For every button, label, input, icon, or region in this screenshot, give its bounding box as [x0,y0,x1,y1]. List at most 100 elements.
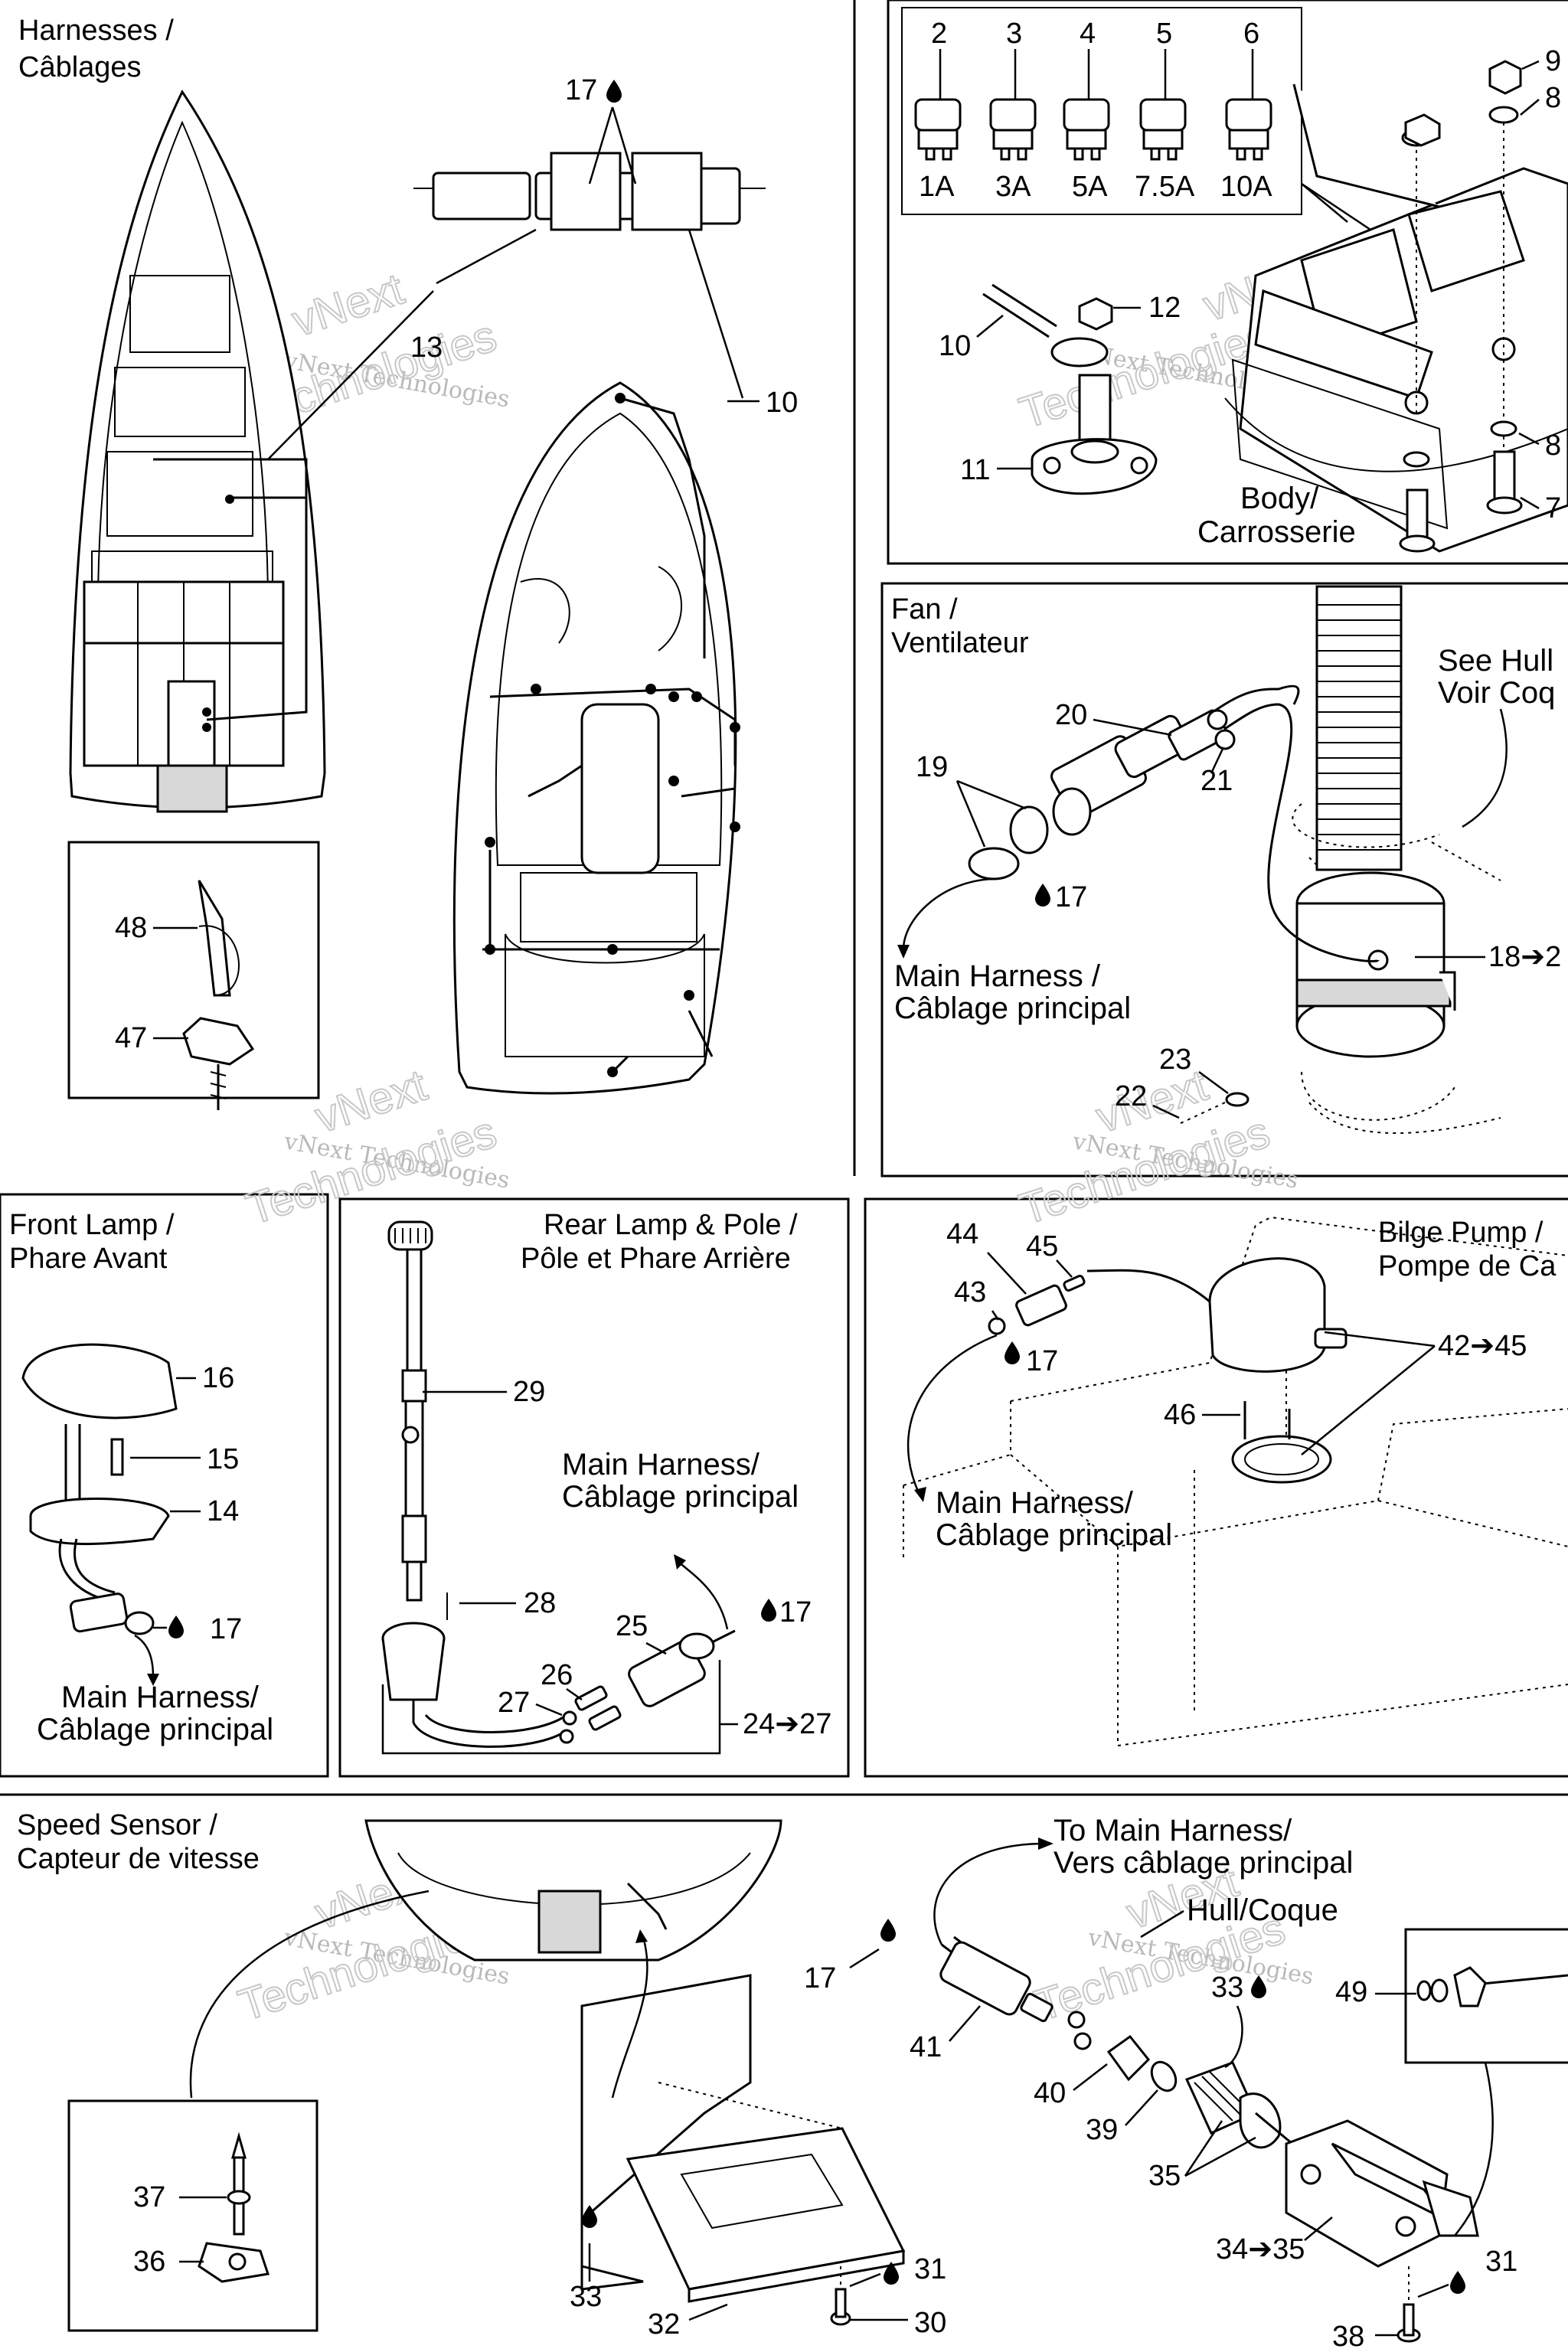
callout-18: 18➔2 [1488,941,1561,973]
bilge-connector: 44 45 43 17 [906,1218,1086,1502]
drop-icon [606,80,622,103]
fuse-number: 6 [1243,18,1259,50]
fuse-icon [1063,98,1110,161]
panel-title: Rear Lamp & Pole / [544,1209,798,1241]
main-harness-label-fr: Câblage principal [936,1518,1172,1552]
callout-21: 21 [1200,765,1233,797]
watermarks: vNext vNext Technologies Technologies vN… [232,248,1321,2032]
drop-icon [1035,884,1050,906]
to-main-harness-label-fr: Vers câblage principal [1054,1846,1353,1880]
front-lamp-panel: Front Lamp / Phare Avant 16 15 14 17 Mai… [9,1209,273,1746]
fan-motor: 18➔2 [1295,871,1561,1134]
fuse-rating: 10A [1220,171,1272,203]
fuse-list: 2 3 4 5 6 [914,18,1272,203]
panel-title: Fan / [891,593,958,626]
panel-title: Front Lamp / [9,1209,175,1241]
callout-8b: 8 [1545,430,1561,462]
drop-icon [884,2262,899,2285]
fuse-icon [1225,98,1272,161]
panel-subtitle: Capteur de vitesse [17,1843,260,1875]
panel-subtitle: Pompe de Ca [1378,1250,1557,1282]
ground-stud: 10 12 11 [939,283,1181,495]
fuse-box [1224,83,1568,553]
fan-duct [1292,585,1501,881]
callout-38: 38 [1332,2321,1364,2352]
fan-hardware: 23 22 [1115,1044,1250,1125]
fuse-rating: 3A [995,171,1031,203]
callout-20: 20 [1055,699,1087,731]
callout-28: 28 [524,1587,556,1619]
fuse-number: 2 [931,18,947,50]
callout-14: 14 [207,1495,239,1527]
callout-31: 31 [914,2253,946,2285]
callout-42: 42➔45 [1438,1330,1527,1362]
callout-17: 17 [210,1613,242,1645]
callout-39: 39 [1086,2114,1118,2146]
body-label-fr: Carrosserie [1197,515,1356,549]
callout-17: 17 [565,74,597,106]
inset-ties: 48 47 [115,880,255,1110]
callout-33: 33 [570,2281,602,2313]
fuse-icon [1139,98,1187,161]
panel-title: Speed Sensor / [17,1809,217,1841]
callout-46: 46 [1164,1399,1196,1431]
callout-34: 34➔35 [1216,2233,1305,2265]
callout-12: 12 [1148,292,1181,324]
callout-43: 43 [954,1276,986,1308]
fuse-number: 4 [1080,18,1096,50]
callout-25: 25 [616,1610,648,1642]
callout-17: 17 [1055,881,1087,913]
panel-subtitle: Phare Avant [9,1243,168,1275]
callout-13: 13 [410,332,443,364]
callout-9: 9 [1545,45,1561,77]
callout-19: 19 [916,751,948,783]
fuse-rating: 5A [1072,171,1108,203]
callout-49: 49 [1335,1976,1367,2008]
drop-icon [582,2205,597,2228]
callout-32: 32 [648,2308,680,2341]
fan-panel: Fan / Ventilateur See Hull Voir Coq 18➔2 [891,585,1561,1134]
drop-icon [880,1919,896,1942]
drop-icon [168,1615,184,1638]
callout-17: 17 [1026,1345,1058,1377]
main-harness-label: Main Harness/ [936,1486,1134,1520]
panel-subtitle: Pôle et Phare Arrière [521,1243,791,1275]
hardware-stack: 9 8 8 7 [1399,45,1561,553]
callout-36: 36 [133,2246,165,2278]
callout-35: 35 [1148,2160,1181,2192]
callout-30: 30 [914,2307,946,2339]
callout-10: 10 [766,387,798,419]
fuse-icon [914,98,962,161]
callout-16: 16 [202,1362,234,1394]
main-harness-label: Main Harness/ [61,1681,260,1714]
callout-27: 27 [498,1687,530,1719]
fuse-rating: 7.5A [1135,171,1195,203]
fuse-rating: 1A [919,171,955,203]
callout-26: 26 [541,1659,573,1691]
to-main-harness-label: To Main Harness/ [1054,1814,1292,1847]
callout-8: 8 [1545,82,1561,114]
hull-perspective [452,381,740,1095]
fuse-number: 5 [1156,18,1172,50]
callout-10: 10 [939,330,971,362]
speed-sensor-panel: Speed Sensor / Capteur de vitesse 32 33 … [17,1809,1568,2352]
callout-37: 37 [133,2181,165,2213]
callout-17: 17 [804,1962,836,1994]
main-harness-label: Main Harness/ [562,1448,760,1481]
callout-15: 15 [207,1443,239,1475]
panel-subtitle: Câblages [18,51,142,83]
drop-icon [1004,1341,1020,1364]
callout-33: 33 [1211,1971,1243,2004]
callout-40: 40 [1034,2077,1066,2109]
main-harness-label-fr: Câblage principal [37,1713,273,1746]
callout-24: 24➔27 [743,1708,831,1740]
bilge-pump: 42➔45 46 [1086,1257,1527,1484]
panel-title: Harnesses / [18,15,174,47]
callout-7: 7 [1545,492,1561,524]
drop-icon [1251,1975,1266,1998]
rear-lamp-panel: Rear Lamp & Pole / Pôle et Phare Arrière… [381,1209,831,1755]
callout-31: 31 [1485,2246,1517,2278]
boat-top-view [69,90,326,813]
drop-icon [761,1599,776,1622]
